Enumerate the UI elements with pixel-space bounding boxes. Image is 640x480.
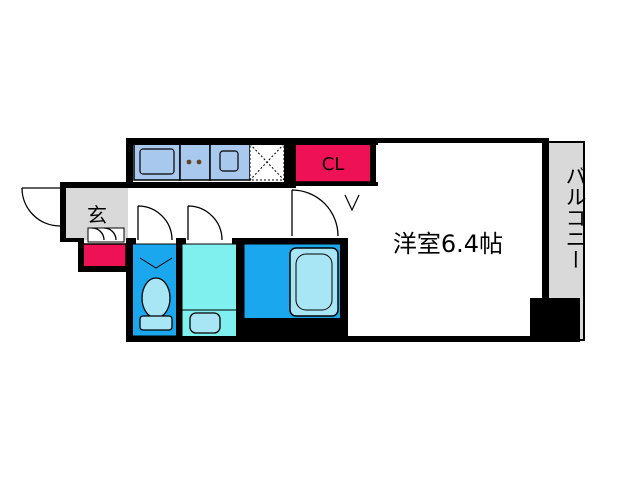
room-door-icon [291, 189, 339, 237]
entrance-door-icon [21, 187, 61, 227]
walls [60, 138, 580, 342]
balcony-window [543, 188, 549, 298]
stove [179, 143, 211, 181]
toilet-tank-icon [139, 315, 173, 331]
shoe-cabinet [81, 243, 127, 269]
doors [21, 187, 339, 241]
hallway-floor [128, 184, 346, 242]
toilet-arrow-icon [139, 257, 173, 269]
washroom-door-icon [187, 205, 223, 241]
kitchen [133, 143, 285, 181]
bathroom [243, 243, 343, 321]
bathtub-inner-icon [295, 253, 333, 311]
western-room-floor [346, 142, 542, 338]
western-room-label: 洋室6.4帖 [393, 230, 503, 258]
stove-burner-icon [186, 159, 192, 165]
toilet-door-icon [137, 205, 173, 241]
balcony-label: バルコニー [563, 165, 587, 270]
closet-area [293, 143, 373, 183]
washroom [181, 243, 258, 339]
stove-burner-icon [196, 159, 202, 165]
refrigerator-cross-icon [249, 143, 285, 181]
closet-label: CL [322, 154, 345, 175]
washroom-floor [181, 243, 239, 315]
entrance-label: 玄 [87, 203, 107, 227]
toilet-room [131, 243, 179, 337]
closet-door-arrow-icon [344, 194, 360, 212]
toilet-bowl-icon [141, 277, 171, 319]
closet: CL [293, 143, 373, 212]
counter-basin [219, 150, 239, 172]
entrance-step-door-icon [91, 227, 117, 241]
sink-basin [139, 148, 175, 175]
washbasin-icon [189, 312, 221, 334]
entrance-step [87, 227, 125, 243]
